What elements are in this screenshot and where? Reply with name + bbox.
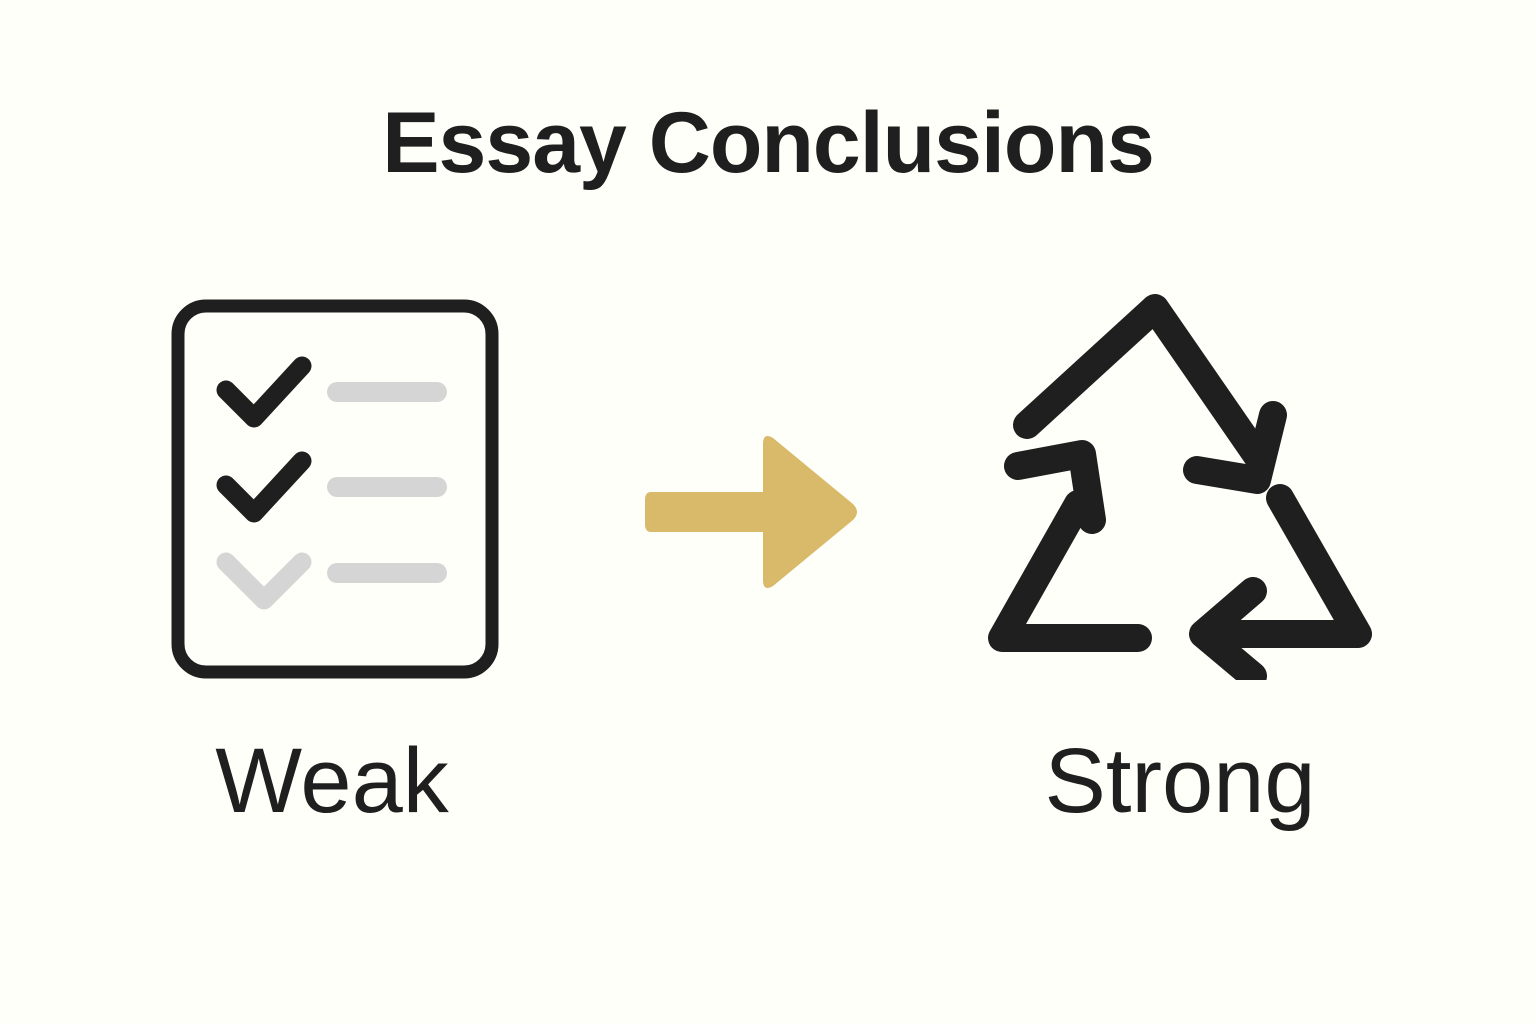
recycle-arrow-top — [1013, 294, 1274, 474]
strong-label: Strong — [1044, 730, 1316, 832]
recycle-arrowhead-right — [1189, 577, 1267, 680]
weak-panel — [122, 280, 542, 700]
recycle-arrow-left — [988, 490, 1152, 652]
checkmark-row-3 — [216, 552, 312, 610]
strong-panel — [970, 280, 1390, 700]
checklist-card-outline — [171, 299, 499, 679]
recycle-arrowhead-left — [1004, 440, 1106, 534]
weak-label: Weak — [215, 730, 449, 832]
checkmark-row-2 — [216, 451, 312, 523]
checkmark-row-1 — [216, 356, 312, 428]
recycle-icon — [970, 280, 1390, 680]
page-title: Essay Conclusions — [382, 95, 1155, 191]
recycle-arrowhead-top — [1183, 401, 1287, 494]
checklist-icon — [122, 280, 542, 680]
arrow-right-icon — [645, 430, 860, 595]
recycle-arrow-right — [1198, 484, 1372, 648]
arrow-right-shape — [645, 436, 857, 588]
